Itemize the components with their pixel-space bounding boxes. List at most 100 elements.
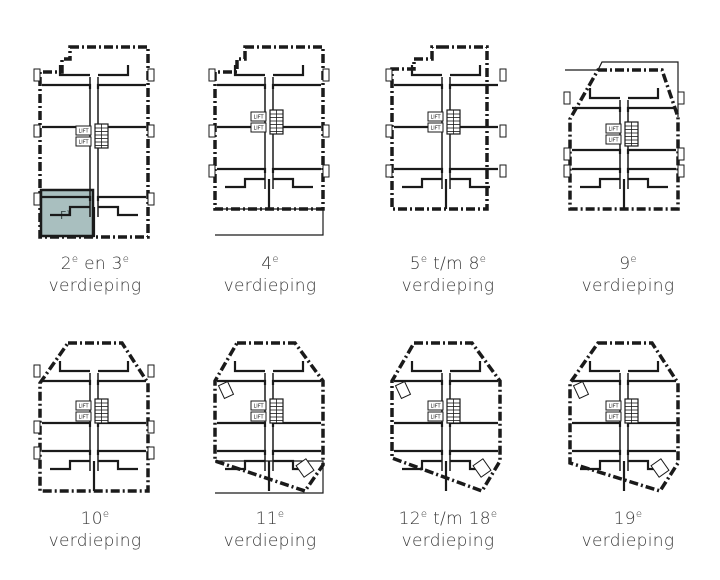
lift-label: LIFT	[78, 129, 89, 135]
inner-wall	[273, 177, 313, 189]
floor-level-label: 19e	[553, 508, 703, 530]
floor-number: t/m 8	[427, 254, 480, 274]
partition-wall	[271, 83, 321, 89]
side-bay	[385, 68, 393, 82]
ordinal-suffix: e	[420, 509, 428, 520]
partition-wall	[394, 379, 444, 385]
floor-level-label: 9e	[553, 253, 703, 275]
floor-number: 9	[619, 254, 631, 274]
inner-wall	[273, 65, 305, 77]
side-bay	[208, 68, 216, 82]
side-bay	[322, 68, 330, 82]
partition-wall	[42, 379, 92, 385]
side-bay	[147, 446, 155, 460]
inner-wall	[580, 459, 620, 471]
inner-wall	[410, 65, 442, 77]
partition-wall	[217, 83, 267, 89]
side-bay	[499, 124, 507, 138]
facade-outline	[390, 341, 502, 494]
facade-outline	[213, 341, 325, 494]
lift-box	[605, 400, 622, 411]
side-bay	[33, 420, 41, 434]
side-bay	[147, 364, 155, 378]
oblique-bay	[217, 380, 235, 400]
lift-box	[250, 111, 267, 122]
floor-number: 4	[261, 254, 273, 274]
inner-wall	[628, 88, 660, 100]
side-bay	[499, 164, 507, 178]
partition-wall	[96, 449, 146, 455]
oblique-bay	[572, 380, 590, 400]
inner-wall	[58, 361, 90, 373]
ordinal-suffix: e	[102, 509, 110, 520]
lift-box	[75, 136, 92, 147]
partition-wall	[42, 449, 92, 455]
inner-wall	[450, 65, 482, 77]
partition-wall	[96, 83, 146, 89]
side-bay	[385, 124, 393, 138]
partition-wall	[626, 167, 676, 173]
partition-wall	[394, 167, 444, 173]
inner-wall	[450, 361, 482, 373]
lift-box	[605, 123, 622, 134]
partition-wall	[572, 148, 622, 154]
side-bay	[147, 420, 155, 434]
lift-box	[75, 400, 92, 411]
floor-word-label: verdieping	[401, 531, 495, 551]
floor-level-label: 2e en 3e	[20, 253, 170, 275]
oblique-bay	[295, 458, 315, 478]
floor-word-label: verdieping	[48, 276, 142, 296]
floor-word-label: verdieping	[581, 276, 675, 296]
partition-wall	[626, 148, 676, 154]
partition-wall	[394, 449, 444, 455]
partition-wall	[271, 167, 321, 173]
side-bay	[677, 164, 685, 178]
floor-level-label: 12e t/m 18e	[373, 508, 523, 530]
inner-wall	[402, 459, 442, 471]
side-bay	[563, 164, 571, 178]
partition-wall	[42, 195, 92, 201]
lift-box	[250, 400, 267, 411]
ordinal-suffix: e	[490, 509, 498, 520]
floor-number: 2	[60, 254, 72, 274]
inner-wall	[588, 88, 620, 100]
lift-box	[75, 411, 92, 422]
ordinal-suffix: e	[635, 509, 643, 520]
side-bay	[677, 91, 685, 105]
side-bay	[322, 164, 330, 178]
inner-wall	[628, 361, 660, 373]
lift-label: LIFT	[78, 404, 89, 410]
partition-wall	[448, 167, 498, 173]
lift-box	[605, 134, 622, 145]
partition-wall	[217, 167, 267, 173]
floor-level-label: 4e	[195, 253, 345, 275]
partition-wall	[626, 449, 676, 455]
floor-word-label: verdieping	[223, 276, 317, 296]
inner-wall	[402, 177, 442, 189]
inner-wall	[233, 65, 265, 77]
partition-wall	[217, 449, 267, 455]
partition-wall	[448, 421, 498, 427]
oblique-bay	[394, 380, 412, 400]
partition-wall	[394, 421, 444, 427]
partition-wall	[626, 106, 676, 112]
partition-wall	[42, 83, 92, 89]
side-bay	[499, 68, 507, 82]
partition-wall	[96, 379, 146, 385]
facade-outline	[568, 68, 680, 211]
oblique-bay	[650, 458, 670, 478]
inner-wall	[233, 361, 265, 373]
side-bay	[677, 147, 685, 161]
floor-word-label: verdieping	[48, 531, 142, 551]
floor-number: t/m 18	[427, 509, 491, 529]
partition-wall	[572, 379, 622, 385]
